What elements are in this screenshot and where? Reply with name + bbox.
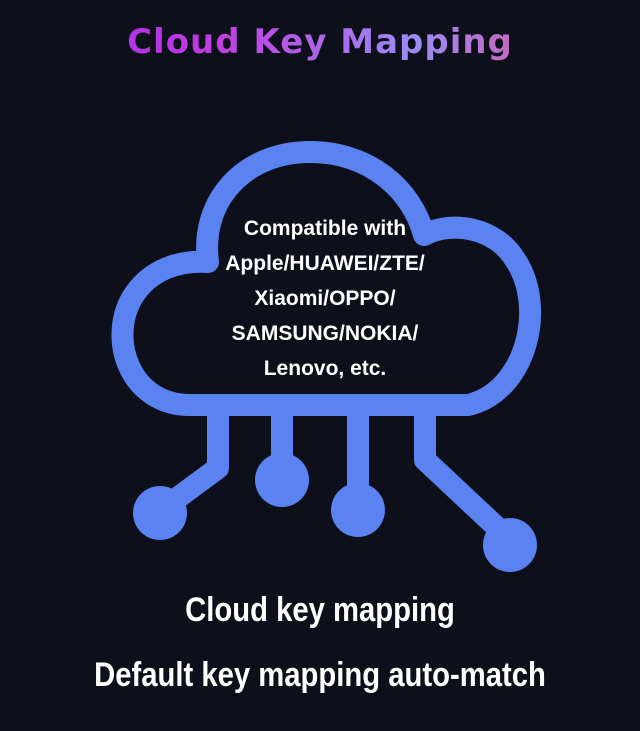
compatibility-line: Compatible with xyxy=(243,217,407,240)
compatibility-line: SAMSUNG/NOKIA/ xyxy=(231,322,419,345)
circuit-line-left xyxy=(157,399,229,516)
compatibility-line: Lenovo, etc. xyxy=(263,357,387,380)
compatibility-text: Compatible with Apple/HUAWEI/ZTE/ Xiaomi… xyxy=(185,211,465,386)
compatibility-line: Xiaomi/OPPO/ xyxy=(254,287,396,310)
circuit-node-mid-right xyxy=(331,483,385,537)
circuit-node-mid-left xyxy=(255,453,309,507)
cloud-circuit-icon xyxy=(111,141,542,572)
caption-secondary: Default key mapping auto-match xyxy=(94,656,546,694)
circuit-node-left xyxy=(133,486,187,540)
page-title: Cloud Key Mapping xyxy=(0,22,640,62)
cloud-outline xyxy=(111,141,542,416)
caption-primary: Cloud key mapping xyxy=(185,591,455,629)
circuit-line-right xyxy=(414,399,516,546)
compatibility-line: Apple/HUAWEI/ZTE/ xyxy=(225,252,425,275)
circuit-node-right xyxy=(483,518,537,572)
